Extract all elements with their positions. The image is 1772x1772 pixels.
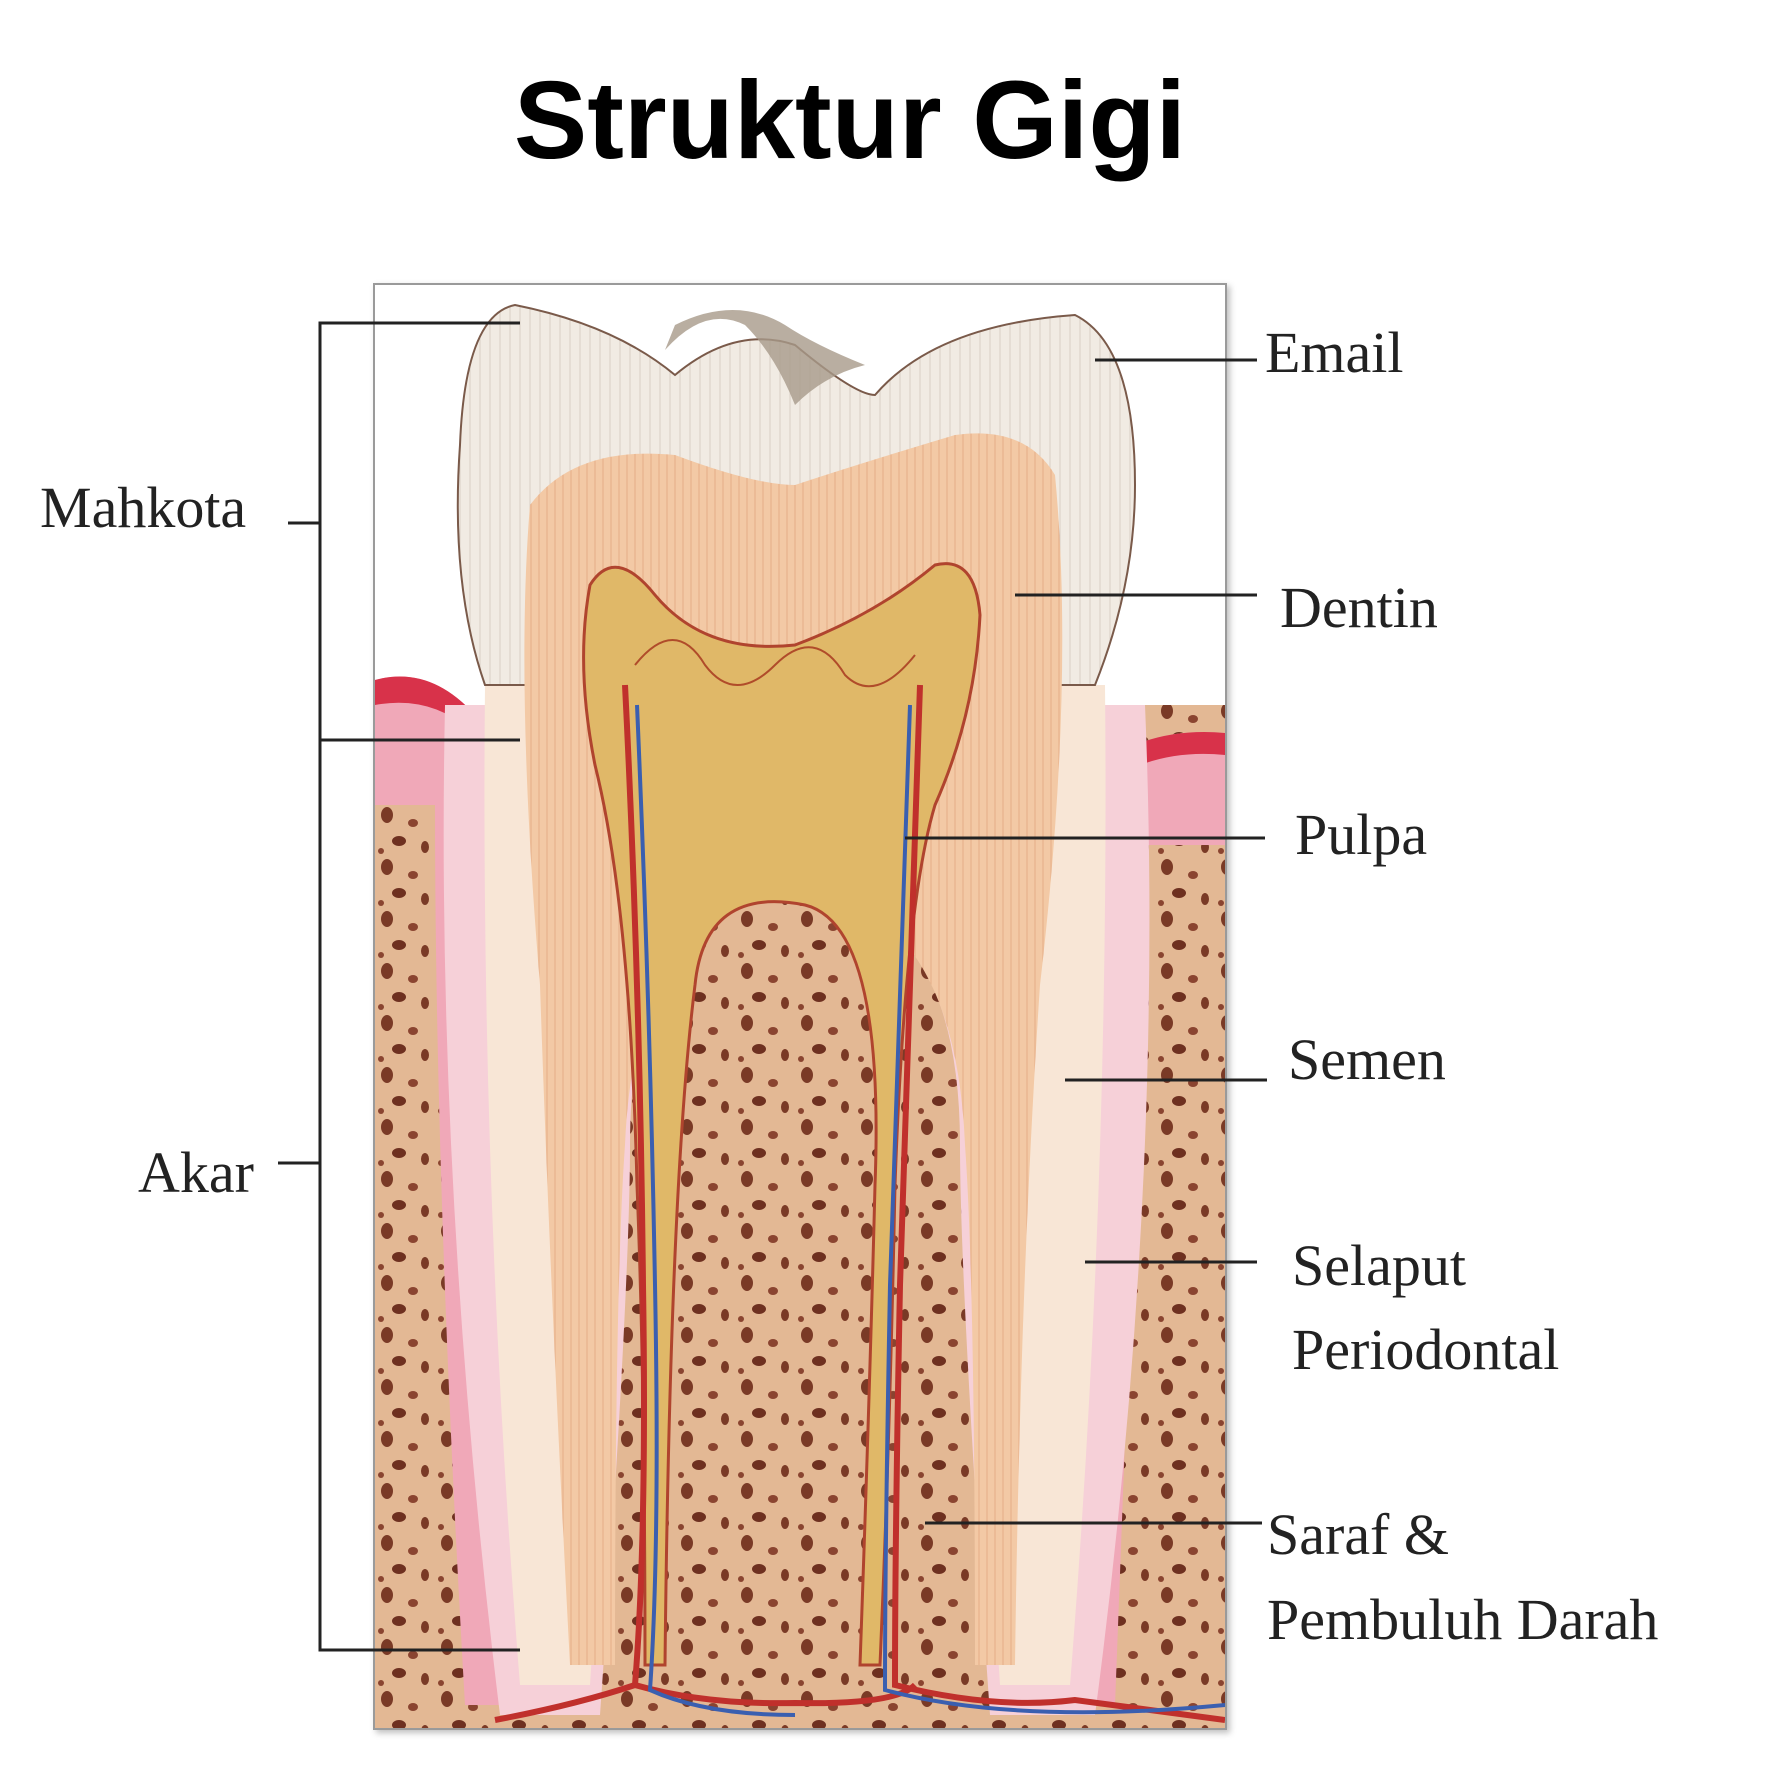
occlusal-groove — [665, 310, 865, 405]
vessel-blue-left — [635, 704, 796, 1717]
label-semen: Semen — [1288, 1027, 1446, 1092]
gum-right-edge — [1075, 732, 1225, 797]
label-dentin: Dentin — [1280, 575, 1438, 640]
label-email: Email — [1265, 320, 1404, 385]
label-selaput-line2: Periodontal — [1292, 1317, 1560, 1382]
vessel-blue-right — [882, 704, 1225, 1715]
vessel-red-right — [891, 684, 1225, 1723]
label-saraf-line1: Saraf & — [1267, 1502, 1449, 1567]
tooth-illustration — [373, 283, 1227, 1730]
label-pulpa: Pulpa — [1295, 802, 1428, 867]
label-akar: Akar — [138, 1140, 254, 1205]
vessel-red-left — [494, 684, 918, 1723]
tooth-cross-section-svg — [375, 303, 1225, 1728]
inter-root-bone — [720, 985, 870, 1728]
pulp-capillaries — [634, 639, 916, 688]
label-saraf-line2: Pembuluh Darah — [1267, 1587, 1659, 1652]
label-mahkota: Mahkota — [40, 475, 247, 540]
page-title: Struktur Gigi — [513, 59, 1187, 182]
label-selaput-line1: Selaput — [1292, 1233, 1466, 1298]
